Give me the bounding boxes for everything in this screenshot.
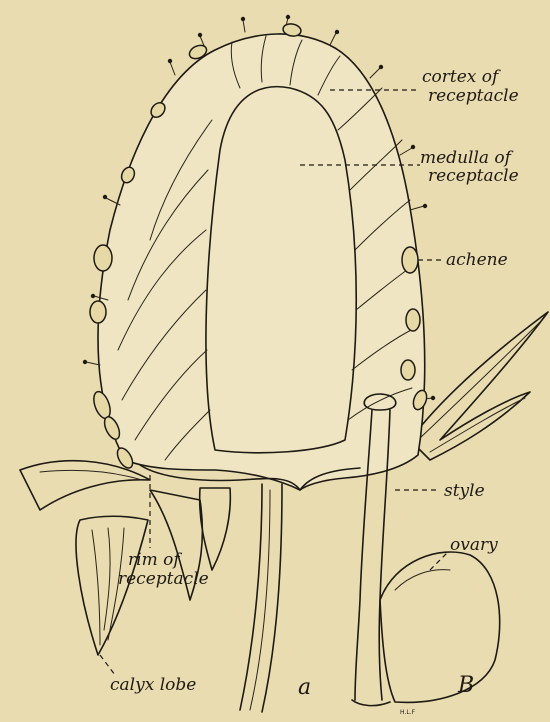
label-cortex-l1: cortex of — [422, 67, 501, 87]
label-rim-l2: receptacle — [118, 569, 209, 589]
label-ovary: ovary — [450, 535, 498, 555]
label-style: style — [444, 481, 485, 501]
label-figure-a: a — [298, 675, 311, 700]
label-medulla-l1: medulla of — [420, 148, 514, 168]
label-figure-b: B — [457, 673, 474, 698]
label-achene: achene — [446, 250, 508, 270]
achene-example — [94, 245, 112, 271]
label-calyx-lobe: calyx lobe — [110, 675, 196, 695]
ovary-outline — [380, 552, 500, 702]
label-rim-l1: rim of — [128, 550, 182, 570]
calyx-leaf-mid — [200, 488, 231, 570]
label-cortex-l2: receptacle — [428, 86, 519, 106]
pedicel — [240, 484, 282, 712]
artist-signature: H.L.F — [400, 709, 416, 716]
label-medulla-l2: receptacle — [428, 166, 519, 186]
